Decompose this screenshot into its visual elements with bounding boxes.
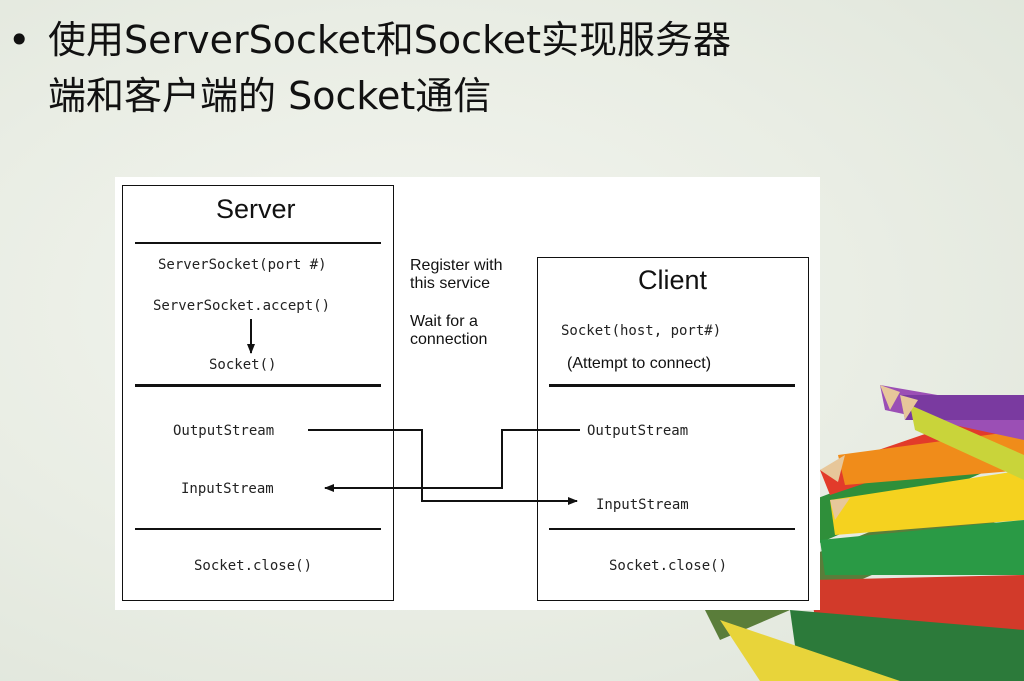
client-output-stream: OutputStream	[587, 423, 689, 439]
register-note-line-1: Register with	[410, 257, 503, 274]
register-note-line-2: this service	[410, 275, 491, 292]
client-to-server-line	[324, 429, 580, 492]
server-accept: ServerSocket.accept()	[153, 298, 331, 314]
client-close: Socket.close()	[609, 558, 728, 574]
server-to-client-line	[308, 429, 578, 505]
socket-diagram: Server ServerSocket(port #) ServerSocket…	[115, 177, 820, 610]
client-title: Client	[638, 265, 708, 295]
title-bullet: •	[8, 18, 31, 62]
server-close: Socket.close()	[194, 558, 313, 574]
title-line-1: 使用ServerSocket和Socket实现服务器	[48, 18, 731, 62]
wait-note-line-1: Wait for a	[410, 313, 478, 330]
client-input-stream: InputStream	[596, 497, 689, 513]
server-divider-1	[135, 242, 381, 244]
client-divider-1	[549, 384, 795, 387]
server-box	[122, 185, 394, 601]
client-divider-2	[549, 528, 795, 530]
wait-note-line-2: connection	[410, 331, 488, 348]
client-attempt: (Attempt to connect)	[567, 355, 712, 372]
server-title: Server	[216, 194, 296, 224]
server-output-stream: OutputStream	[173, 423, 275, 439]
server-input-stream: InputStream	[181, 481, 274, 497]
connection-lines	[247, 319, 580, 505]
server-socket: Socket()	[209, 357, 277, 373]
client-box	[537, 257, 809, 601]
client-constructor: Socket(host, port#)	[561, 323, 722, 339]
server-divider-3	[135, 528, 381, 530]
title-line-2: 端和客户端的 Socket通信	[48, 74, 492, 118]
server-constructor: ServerSocket(port #)	[158, 257, 327, 273]
register-note: Register with this service	[410, 257, 502, 293]
wait-note: Wait for a connection	[410, 313, 487, 349]
server-divider-2	[135, 384, 381, 387]
